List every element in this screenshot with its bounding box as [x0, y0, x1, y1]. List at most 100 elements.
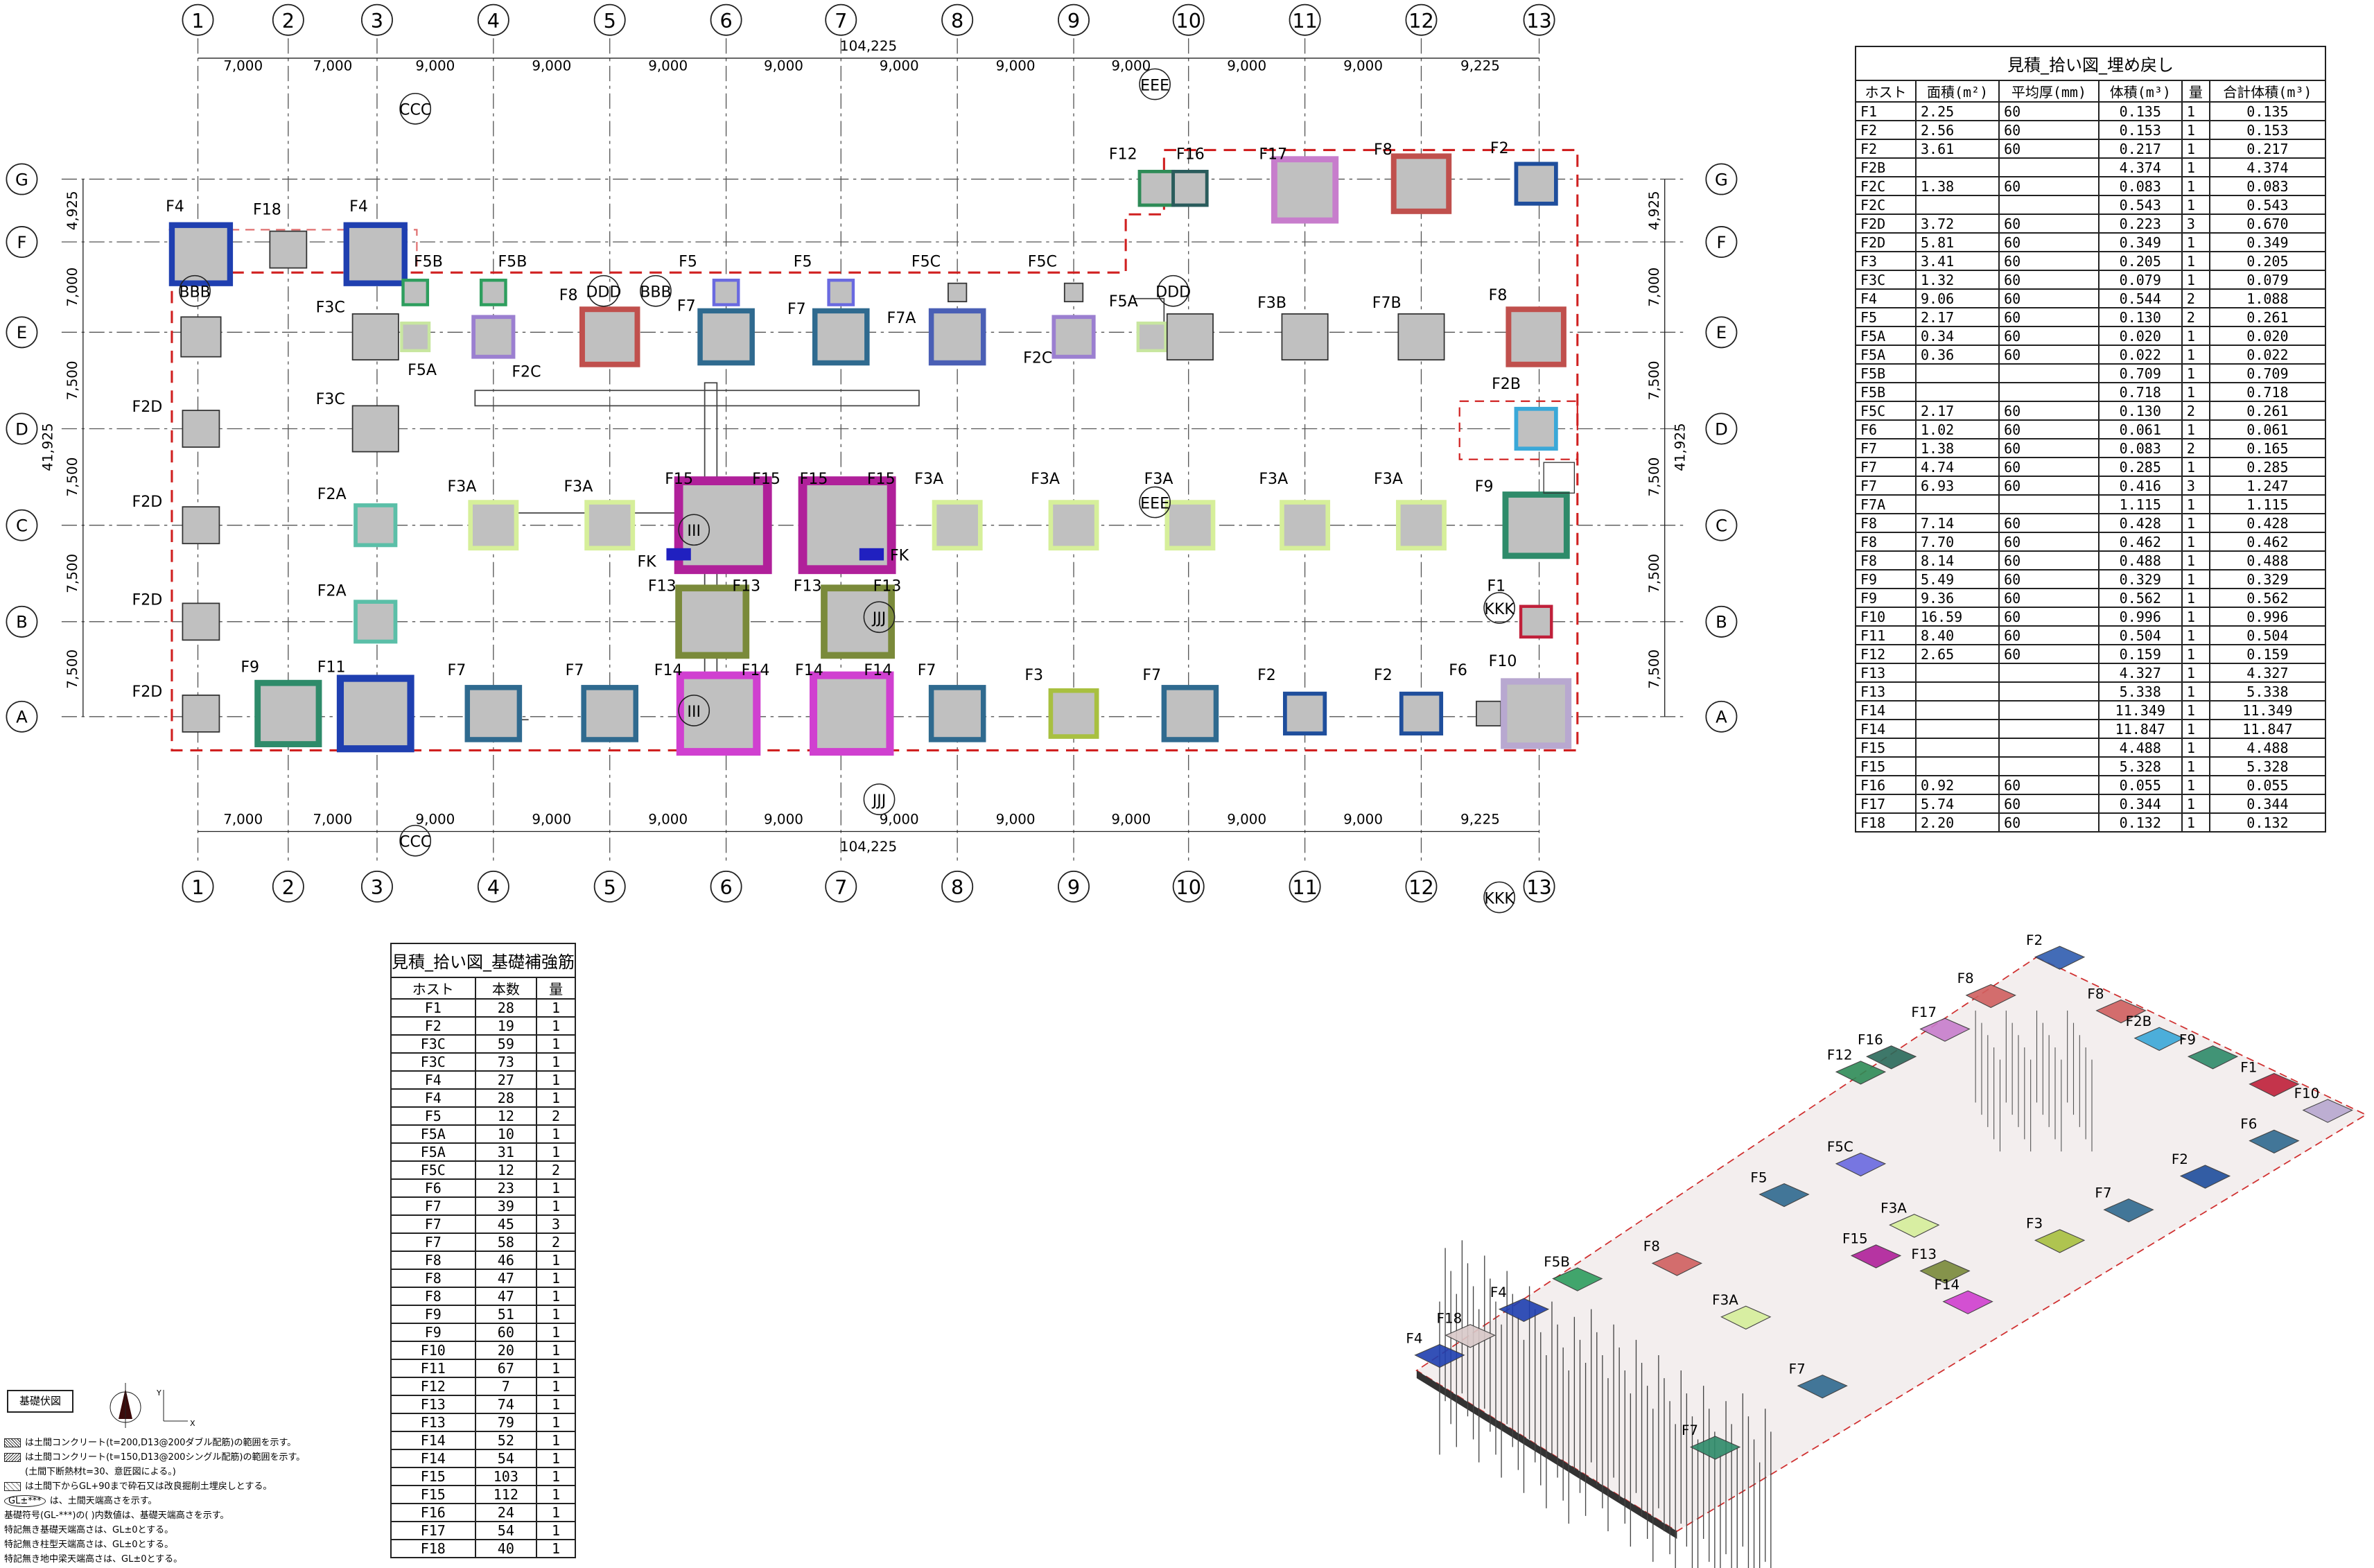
table-cell: F5B: [1855, 363, 1917, 383]
footing-label: F2B: [1492, 376, 1521, 393]
backfill-table-title: 見積_拾い図_埋め戻し: [1855, 46, 2326, 80]
footing-label: F2D: [132, 494, 163, 511]
grid-column-label: 4: [487, 876, 500, 899]
iso-footing-label: F14: [1934, 1277, 1960, 1293]
grid-bubble: [1705, 163, 1738, 195]
footing-label: F3A: [914, 471, 943, 488]
table-cell: F10: [390, 1341, 476, 1360]
level-marker-label: BBB: [640, 284, 671, 302]
table-cell: 1: [536, 1178, 576, 1198]
backfill-estimate-table: 見積_拾い図_埋め戻し ホスト面積(m²)平均厚(mm)体積(m³)量合計体積(…: [1855, 46, 2327, 833]
table-cell: F2: [1855, 120, 1917, 140]
table-cell: 60: [1998, 569, 2100, 589]
table-cell: 1: [536, 1305, 576, 1324]
table-cell: 0.022: [2208, 345, 2327, 365]
footing-f7: [928, 685, 986, 742]
table-cell: F7A: [1855, 494, 1917, 514]
table-cell: 1: [2181, 719, 2210, 739]
dimension-label: 7,000: [223, 58, 263, 74]
grid-bubble: [6, 163, 38, 195]
grid-row-label: D: [15, 419, 28, 439]
footing-f14: [809, 671, 894, 756]
iso-footing-label: F3A: [1712, 1292, 1738, 1308]
footing-f3a: [1280, 500, 1331, 551]
footing-label: F2C: [1023, 350, 1052, 367]
table-cell: F18: [390, 1539, 476, 1558]
table-cell: 0.36: [1914, 345, 2000, 365]
table-cell: 1: [2181, 775, 2210, 795]
table-cell: 0.344: [2208, 794, 2327, 814]
table-cell: 28: [474, 998, 538, 1018]
table-cell: [1998, 700, 2100, 720]
grid-bubble: [182, 3, 214, 36]
dimension-label: 7,000: [223, 811, 263, 827]
table-cell: F7: [390, 1214, 476, 1234]
footing-f10: [1501, 678, 1572, 749]
grid-column-label: 3: [371, 9, 383, 33]
iso-footing-label: F8: [1643, 1239, 1660, 1255]
table-cell: 1.088: [2208, 288, 2327, 308]
table-cell: 60: [1998, 139, 2100, 159]
column-header: 量: [536, 977, 576, 1000]
iso-footing: [1919, 1018, 1971, 1042]
level-marker-circle: [588, 275, 620, 307]
table-cell: 4.374: [2208, 157, 2327, 177]
footing-f3a: [1396, 500, 1447, 551]
footing-f6: [1476, 700, 1502, 726]
table-cell: 1: [536, 1251, 576, 1270]
table-cell: F7: [1855, 457, 1917, 477]
table-cell: 60: [1998, 625, 2100, 645]
grid-bubble: [710, 3, 742, 36]
column-header: ホスト: [390, 977, 476, 1000]
level-marker-label: EEE: [1140, 495, 1169, 512]
footing-f2a: [354, 503, 398, 548]
table-cell: 0.544: [2097, 288, 2183, 308]
table-cell: 60: [1998, 550, 2100, 570]
table-cell: 1.38: [1914, 438, 2000, 458]
iso-footing: [1414, 1343, 1465, 1368]
grid-bubble: [6, 226, 38, 258]
iso-footing: [1942, 1290, 1993, 1314]
footing-f8: [1390, 153, 1452, 214]
iso-footing-label: F7: [1682, 1422, 1698, 1438]
footing-f13: [821, 584, 896, 659]
footing-label: F11: [317, 659, 346, 677]
footing-f5: [712, 279, 740, 306]
table-cell: F6: [390, 1178, 476, 1198]
gl-level-symbol: GL±***: [4, 1495, 46, 1507]
table-cell: F9: [1855, 588, 1917, 608]
footing-f5a: [400, 321, 431, 353]
table-cell: 2: [2181, 438, 2210, 458]
table-cell: [1998, 719, 2100, 739]
table-cell: 0.92: [1914, 775, 2000, 795]
table-cell: [1998, 663, 2100, 683]
dimension-label: 4,925: [1646, 191, 1662, 230]
dimension-label: 9,000: [415, 811, 455, 827]
footing-f12: [1137, 169, 1176, 207]
table-cell: F8: [1855, 550, 1917, 570]
dimension-label: 7,500: [64, 554, 80, 593]
grid-bubble: [272, 3, 304, 36]
footing-label: F14: [864, 662, 892, 679]
grid-bubble: [593, 871, 626, 903]
footing-f3: [1048, 688, 1099, 739]
grid-column-label: 9: [1067, 9, 1080, 33]
table-cell: 47: [474, 1287, 538, 1306]
table-cell: 1: [536, 1521, 576, 1540]
level-marker-circle: [399, 92, 432, 125]
table-cell: 5.81: [1914, 232, 2000, 252]
iso-footing-label: F4: [1406, 1330, 1422, 1346]
grid-column-label: 6: [719, 9, 732, 33]
iso-footing: [1651, 1252, 1703, 1276]
footing-label: F5C: [1028, 253, 1057, 270]
footing-label: F3A: [1259, 471, 1288, 488]
iso-footing: [2034, 1229, 2086, 1253]
